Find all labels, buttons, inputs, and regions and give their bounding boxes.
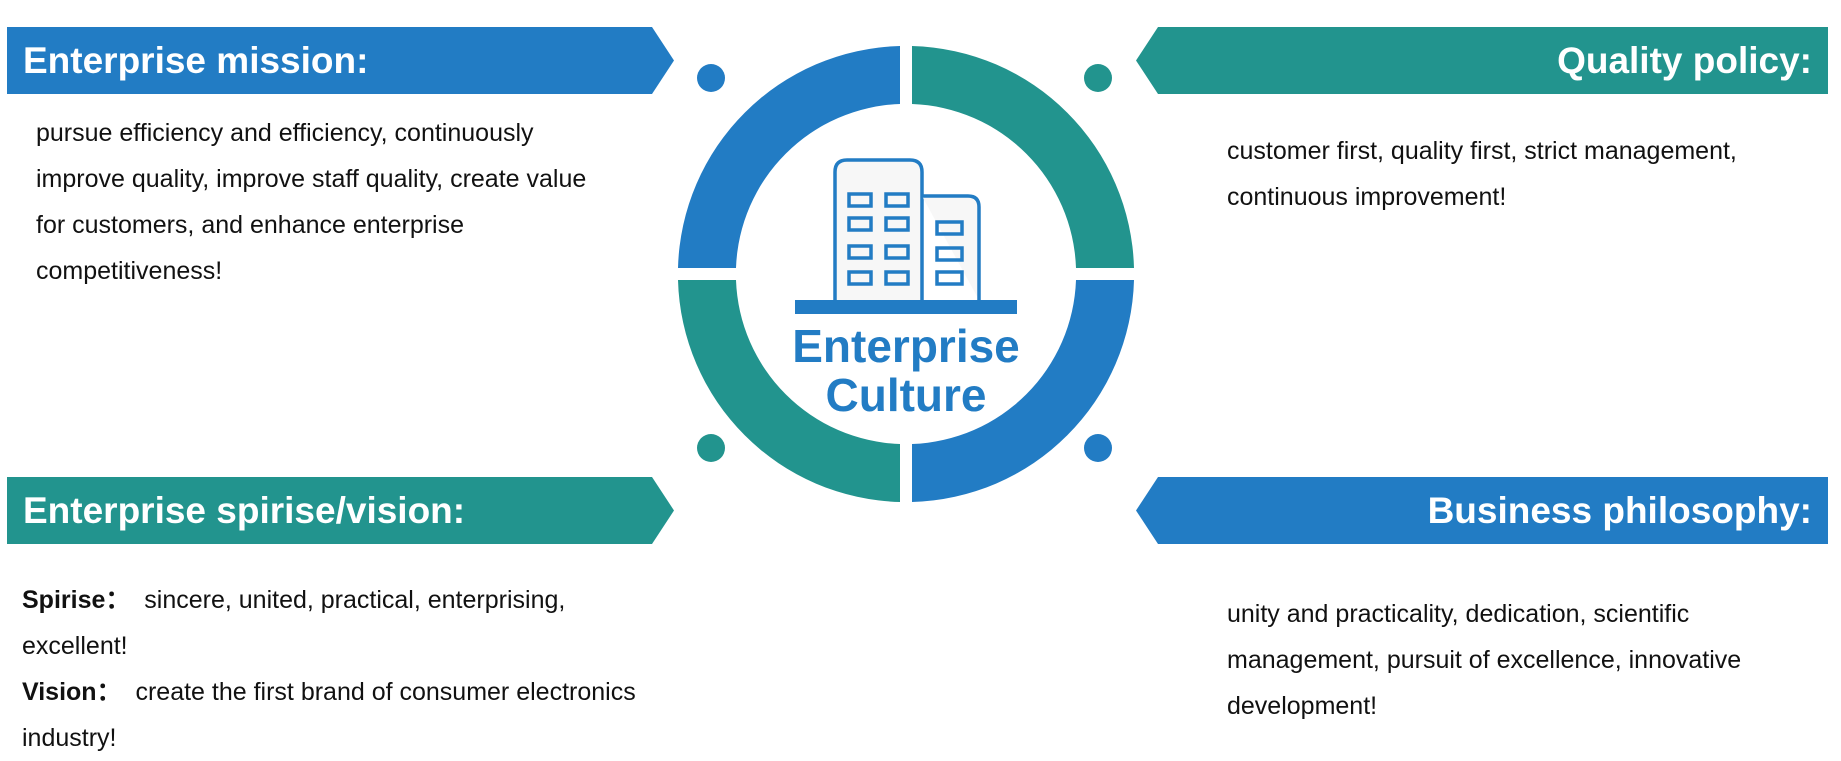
dot-top-left bbox=[697, 64, 725, 92]
dot-bottom-left bbox=[697, 434, 725, 462]
vision-statement: create the first brand of consumer elect… bbox=[22, 678, 636, 752]
dot-top-right bbox=[1084, 64, 1112, 92]
vision-label: Vision： bbox=[22, 678, 122, 706]
mission-text: pursue efficiency and efficiency, contin… bbox=[36, 119, 587, 285]
ring-segment-bottom-right bbox=[912, 280, 1134, 502]
quality-banner: Quality policy: bbox=[1136, 27, 1828, 94]
spirise-label: Spirise： bbox=[22, 586, 131, 614]
vision-title: Enterprise spirise/vision: bbox=[23, 490, 466, 531]
quality-text: customer first, quality first, strict ma… bbox=[1227, 137, 1737, 211]
center-title-line1: Enterprise bbox=[792, 320, 1020, 372]
philosophy-banner: Business philosophy: bbox=[1136, 477, 1828, 544]
ring-segment-top-right bbox=[912, 46, 1134, 268]
vision-text: Spirise： sincere, united, practical, ent… bbox=[22, 577, 642, 761]
philosophy-text: unity and practicality, dedication, scie… bbox=[1227, 600, 1742, 720]
ring-segment-bottom-left bbox=[678, 280, 900, 502]
vision-banner: Enterprise spirise/vision: bbox=[7, 477, 674, 544]
mission-banner: Enterprise mission: bbox=[7, 27, 674, 94]
philosophy-title: Business philosophy: bbox=[1427, 490, 1812, 531]
dot-bottom-right bbox=[1084, 434, 1112, 462]
mission-title: Enterprise mission: bbox=[23, 40, 369, 81]
ring-segment-top-left bbox=[678, 46, 900, 268]
center-title-line2: Culture bbox=[826, 369, 987, 421]
quality-title: Quality policy: bbox=[1557, 40, 1812, 81]
building-icon bbox=[795, 158, 1017, 314]
spirise-text: sincere, united, practical, enterprising… bbox=[22, 586, 566, 660]
